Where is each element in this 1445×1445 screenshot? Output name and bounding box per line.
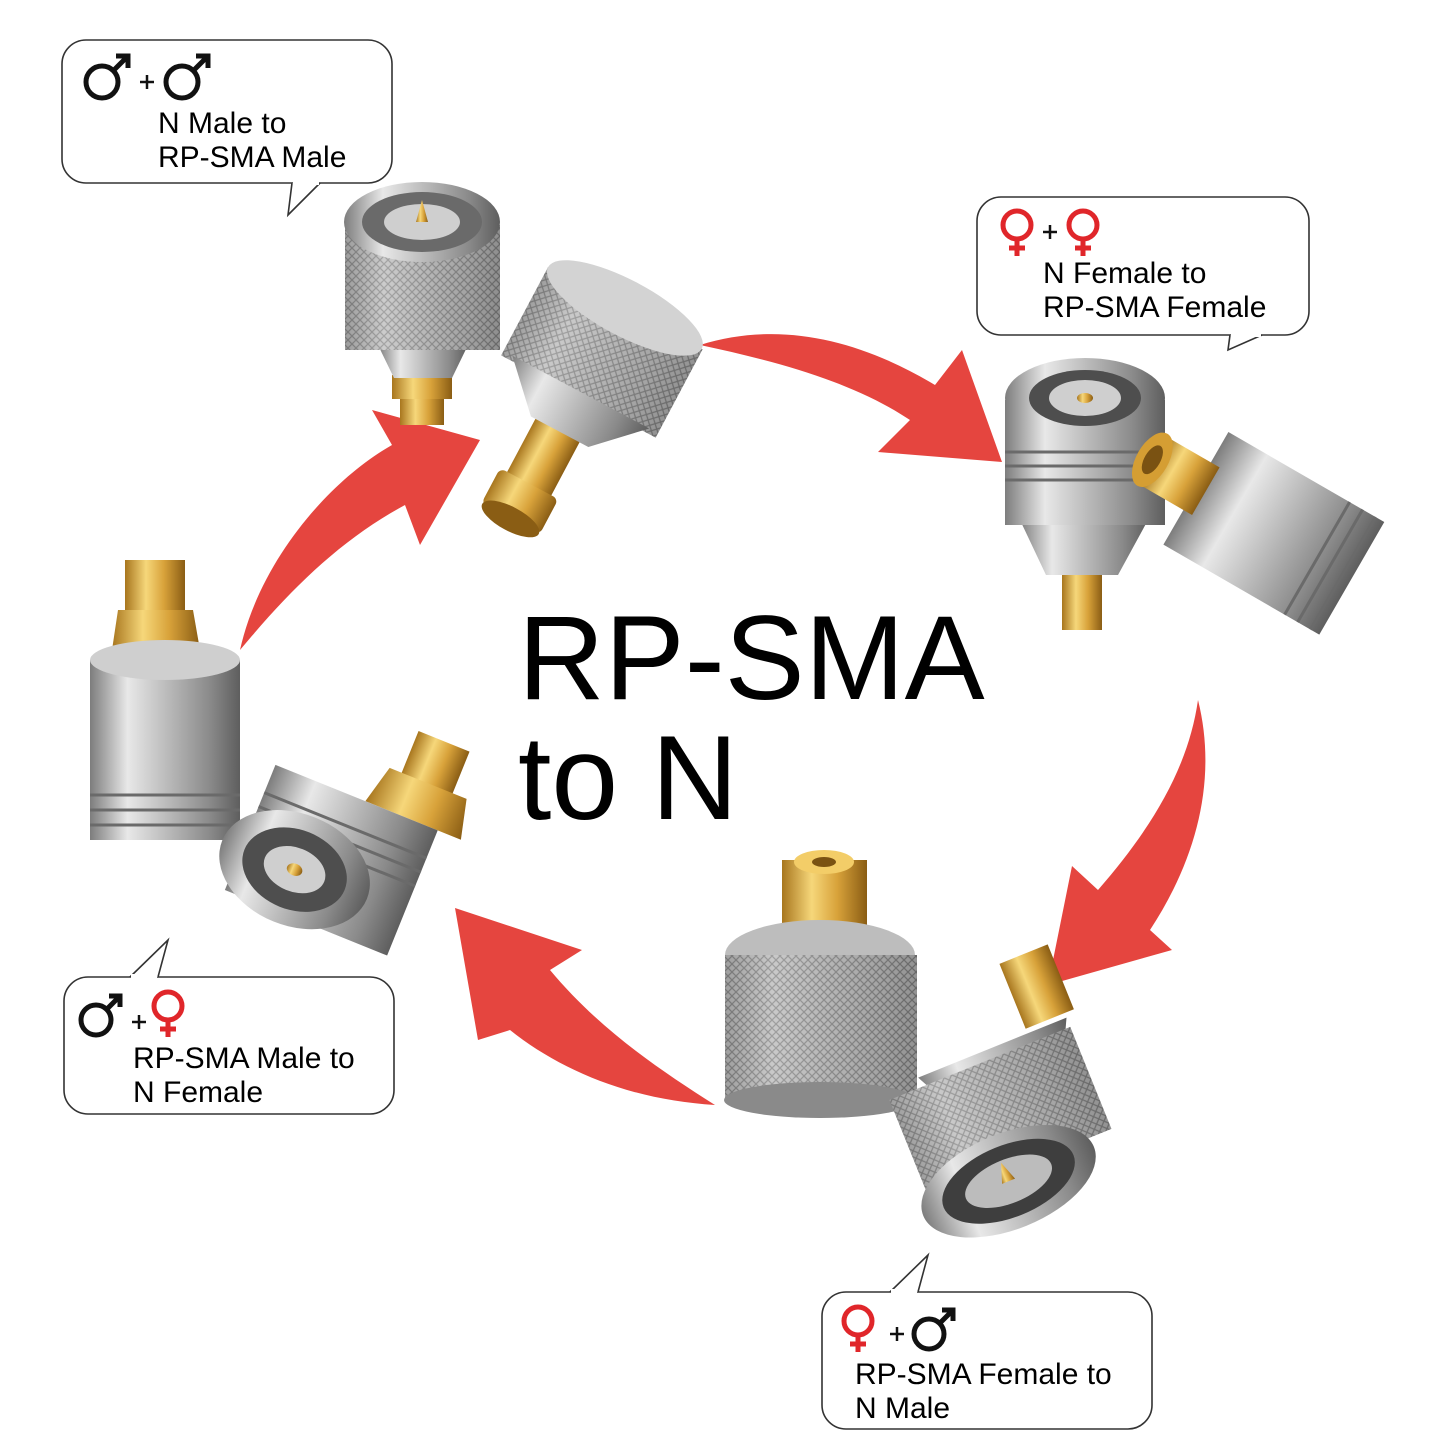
label-line: RP-SMA Male	[158, 141, 347, 174]
plus-icon	[1043, 225, 1057, 239]
female-symbol-icon	[1000, 208, 1034, 256]
adapter-n-female-rp-sma-female-tilted	[1131, 432, 1385, 635]
arrow-top-left	[240, 410, 480, 650]
male-symbol-icon	[83, 53, 131, 101]
label-n-female-to-rp-sma-female: N Female to RP-SMA Female	[1043, 257, 1266, 325]
plus-icon	[132, 1015, 146, 1029]
adapter-n-female-rp-sma-female-upright	[1005, 358, 1165, 630]
label-line: N Female	[133, 1076, 264, 1109]
label-n-male-to-rp-sma-male: N Male to RP-SMA Male	[158, 107, 346, 175]
label-line: RP-SMA Female to	[855, 1358, 1112, 1391]
bubble-n-female-rp-sma-female	[976, 196, 1310, 352]
male-symbol-icon	[163, 53, 211, 101]
adapter-rp-sma-male-n-female-tilted	[219, 730, 470, 956]
female-female-symbol-group	[1000, 208, 1100, 256]
male-symbol-icon	[78, 993, 123, 1038]
female-symbol-icon	[1066, 208, 1100, 256]
female-symbol-icon	[151, 989, 185, 1037]
male-female-symbol-group	[78, 989, 185, 1038]
female-symbol-icon	[841, 1304, 875, 1352]
female-male-symbol-group	[841, 1304, 956, 1352]
adapter-rp-sma-male-n-female-upright	[90, 560, 240, 840]
arrow-top-right	[700, 334, 1002, 462]
plus-icon	[140, 75, 154, 89]
bubble-n-male-rp-sma-male	[61, 39, 393, 218]
adapter-rp-sma-female-n-male-tilted	[889, 944, 1112, 1238]
male-symbol-icon	[911, 1307, 956, 1352]
bubble-rp-sma-male-n-female	[63, 937, 395, 1115]
main-title: RP-SMA to N	[518, 598, 985, 838]
bubble-rp-sma-female-n-male	[821, 1252, 1153, 1430]
plus-icon	[890, 1327, 904, 1341]
adapter-n-male-rp-sma-male-tilted	[481, 260, 703, 538]
adapter-rp-sma-female-n-male-upright	[724, 850, 917, 1118]
arrow-right	[1048, 700, 1206, 985]
label-line: RP-SMA Male to	[133, 1042, 355, 1075]
main-title-line2: to N	[518, 711, 739, 845]
male-male-symbol-group	[83, 53, 211, 101]
label-line: RP-SMA Female	[1043, 291, 1267, 324]
label-rp-sma-female-to-n-male: RP-SMA Female to N Male	[855, 1358, 1112, 1426]
main-title-line1: RP-SMA	[518, 591, 985, 725]
label-rp-sma-male-to-n-female: RP-SMA Male to N Female	[133, 1042, 355, 1110]
label-line: N Female to	[1043, 257, 1207, 290]
adapter-n-male-rp-sma-male-upright	[344, 182, 500, 425]
arrow-bottom-left	[455, 908, 715, 1105]
label-line: N Male	[855, 1392, 951, 1425]
label-line: N Male to	[158, 107, 287, 140]
